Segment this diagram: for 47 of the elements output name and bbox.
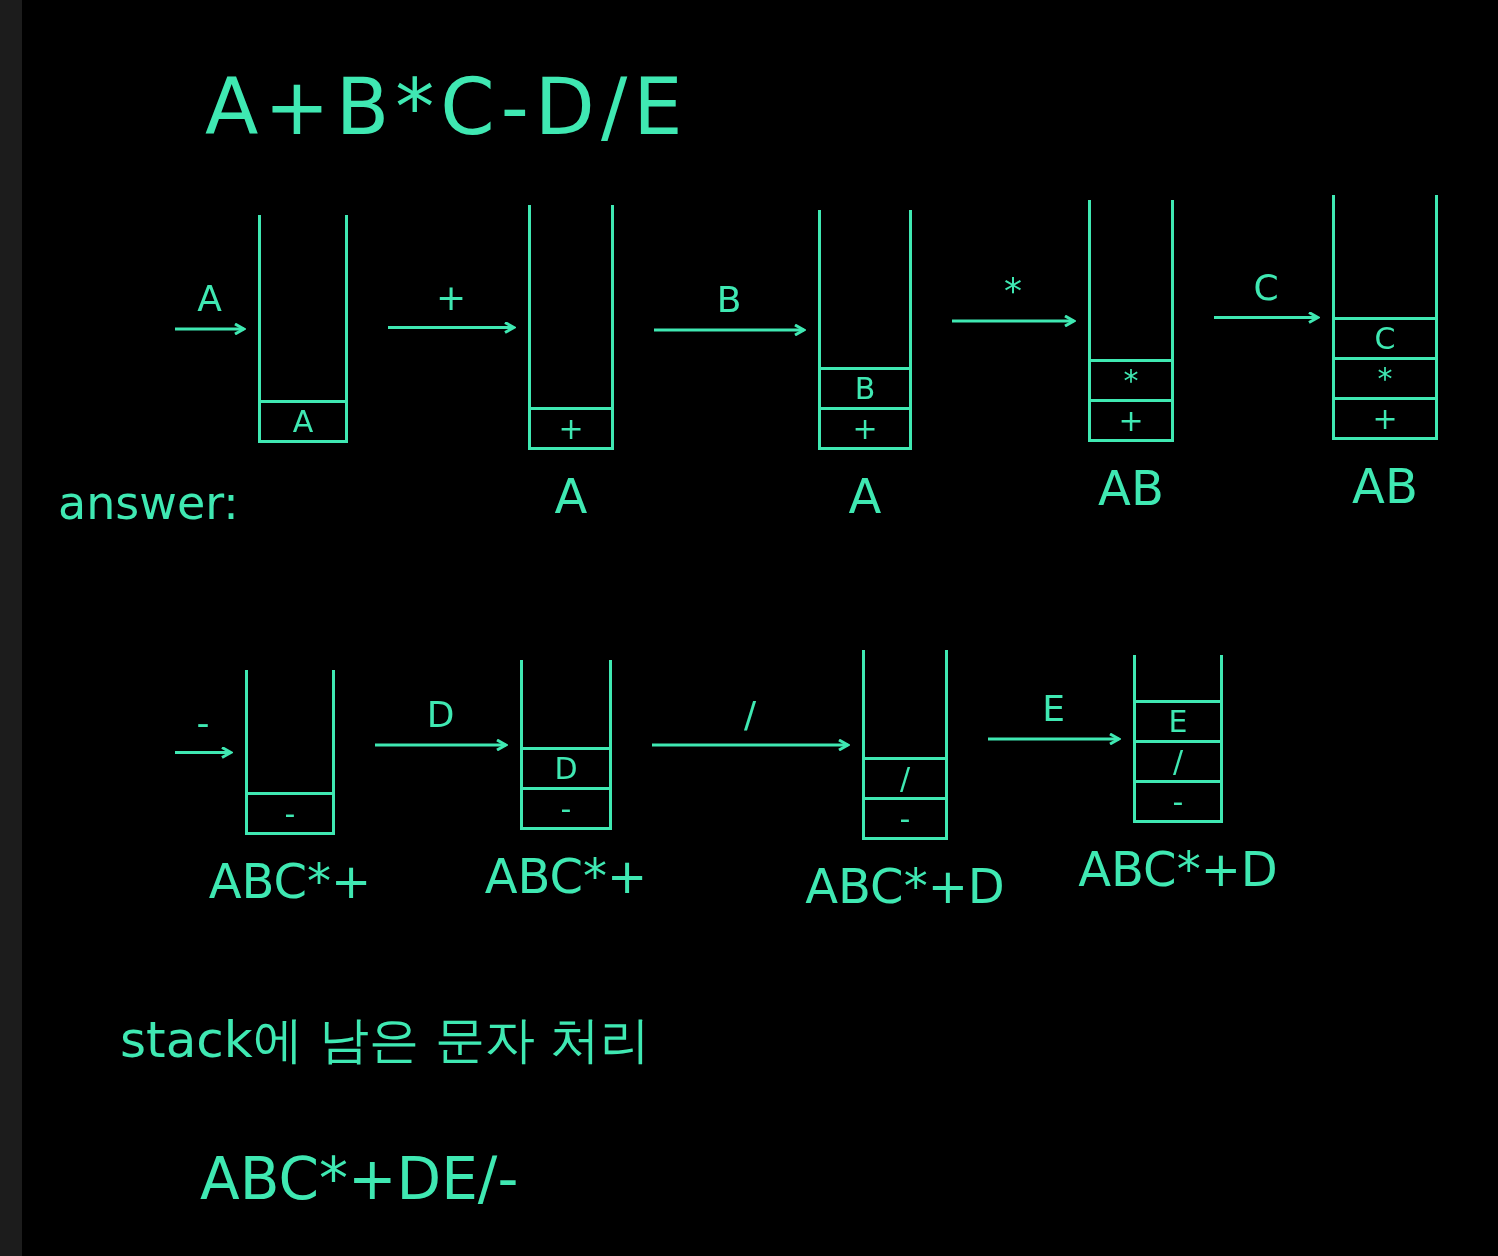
arrow [388, 321, 516, 334]
stack-item: + [1118, 405, 1144, 436]
answer-label: answer: [58, 480, 239, 526]
output-text: ABC*+ [484, 852, 648, 900]
stack-item: / [1172, 746, 1184, 777]
stack-item: + [1372, 403, 1398, 434]
stack-container [1332, 195, 1438, 440]
arrow [175, 322, 246, 336]
output-text: ABC*+ [208, 857, 372, 905]
arrow [175, 746, 233, 759]
arrow [988, 732, 1121, 746]
stack-item: - [560, 793, 572, 824]
stack-container [818, 210, 912, 450]
arrow [375, 738, 508, 752]
stack-item: A [292, 406, 314, 437]
stack-item: * [1123, 365, 1139, 396]
stack-item: E [1168, 706, 1188, 737]
arrow [654, 323, 806, 337]
output-text: A [848, 472, 882, 520]
stack-item: + [852, 413, 878, 444]
stack-container [520, 660, 612, 830]
stack-container [245, 670, 335, 835]
stack-container [862, 650, 948, 840]
output-text: AB [1352, 462, 1418, 510]
stack-container [1133, 655, 1223, 823]
output-text: ABC*+D [1078, 845, 1278, 893]
stack-item: - [284, 798, 296, 829]
output-text: A [554, 472, 588, 520]
stack-item: - [899, 803, 911, 834]
arrow [952, 314, 1076, 328]
stack-container [528, 205, 614, 450]
stack-item: / [899, 763, 911, 794]
stack-item: + [558, 413, 584, 444]
stack-item: C [1374, 323, 1396, 354]
stack-container [258, 215, 348, 443]
stack-item: D [554, 753, 578, 784]
stack-item: B [854, 373, 876, 404]
arrow [652, 738, 850, 752]
expression-title: A+B*C-D/E [205, 68, 689, 146]
stack-container [1088, 200, 1174, 442]
note-text: stack에 남은 문자 처리 [120, 1015, 651, 1065]
output-text: AB [1098, 464, 1164, 512]
output-text: ABC*+D [805, 862, 1005, 910]
arrow [1214, 311, 1320, 324]
stack-item: * [1377, 363, 1393, 394]
stack-item: - [1172, 786, 1184, 817]
result-expression: ABC*+DE/- [200, 1150, 519, 1208]
